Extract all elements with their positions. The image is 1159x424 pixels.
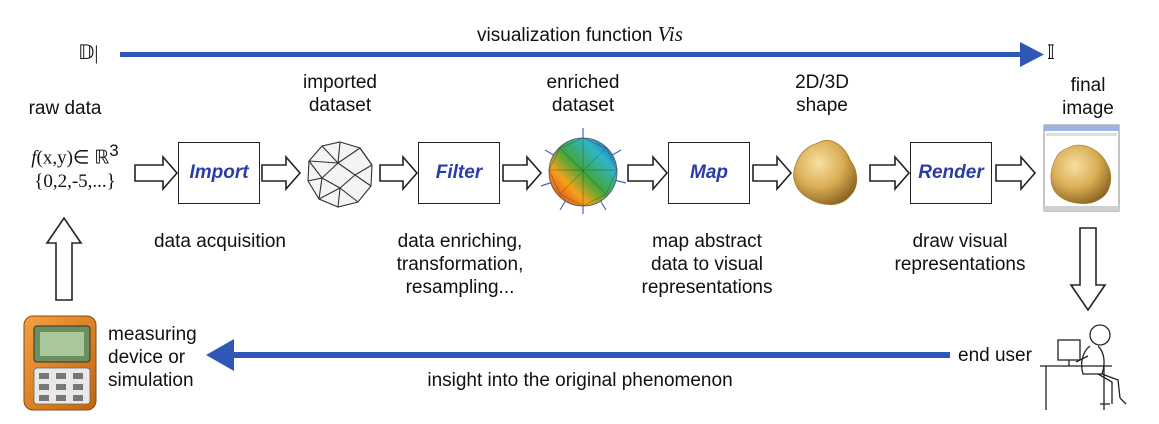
flow-arrow-3	[379, 154, 419, 192]
visualization-function-arrow	[120, 42, 1044, 67]
final-image-window	[1043, 124, 1120, 212]
imported-line-2: dataset	[308, 95, 372, 116]
import-description: data acquisition	[130, 230, 310, 253]
formula-line-2: {0,2,-5,...}	[34, 171, 116, 193]
enriched-dataset-label: enriched dataset	[523, 71, 643, 117]
flow-arrow-1	[134, 154, 179, 192]
enriched-line-2: dataset	[551, 95, 615, 116]
measuring-device-icon	[23, 315, 97, 411]
filter-desc-line-3: resampling...	[405, 277, 515, 298]
flow-arrow-2	[261, 154, 302, 192]
filter-stage-box: Filter	[418, 142, 500, 204]
to-user-down-arrow	[1069, 227, 1107, 312]
flow-arrow-7	[869, 154, 911, 192]
end-user-label: end user	[958, 345, 1032, 366]
wireframe-mesh-icon	[307, 141, 373, 208]
render-description: draw visual representations	[870, 230, 1050, 276]
filter-desc-line-1: data enriching,	[397, 231, 523, 252]
vis-function-prefix: visualization function	[477, 25, 658, 46]
raw-data-label: raw data	[10, 97, 120, 120]
final-image-label: final image	[1038, 74, 1138, 120]
formula-exponent: 3	[109, 141, 119, 160]
map-desc-line-3: representations	[641, 277, 773, 298]
flow-arrow-4	[502, 154, 543, 192]
flow-arrow-6	[752, 154, 793, 192]
render-desc-line-2: representations	[894, 254, 1026, 275]
shape-line-2: shape	[796, 95, 848, 116]
import-desc-line-1: data acquisition	[153, 231, 287, 252]
imported-line-1: imported	[303, 72, 377, 93]
filter-description: data enriching, transformation, resampli…	[370, 230, 550, 299]
map-desc-line-2: data to visual	[651, 254, 763, 275]
flow-arrow-5	[627, 154, 669, 192]
insight-feedback-arrow	[206, 339, 950, 371]
acquisition-up-arrow	[45, 216, 83, 301]
shape-blob-icon	[793, 140, 858, 206]
final-line-2: image	[1062, 98, 1114, 119]
import-stage-box: Import	[178, 142, 260, 204]
source-line-2: device or	[108, 347, 186, 368]
source-line-1: measuring	[108, 324, 197, 345]
filter-desc-line-2: transformation,	[396, 254, 524, 275]
formula-domain: (x,y)∈ ℝ	[36, 147, 110, 169]
map-desc-line-1: map abstract	[652, 231, 762, 252]
formula-function: f	[31, 147, 37, 169]
insight-label: insight into the original phenomenon	[427, 370, 733, 391]
enriched-line-1: enriched	[546, 72, 620, 93]
flow-arrow-8	[995, 154, 1037, 192]
final-line-1: final	[1070, 75, 1106, 96]
render-stage-box: Render	[910, 142, 992, 204]
visualization-function-label: visualization function Vis	[430, 23, 730, 47]
imported-dataset-label: imported dataset	[280, 71, 400, 117]
vis-function-name: Vis	[657, 22, 683, 46]
end-user-icon	[1040, 324, 1127, 410]
raw-data-line-1: raw data	[28, 98, 102, 119]
raw-data-formula: f(x,y)∈ ℝ3 {0,2,-5,...}	[14, 139, 136, 194]
source-line-3: simulation	[108, 370, 194, 391]
input-space-symbol: 𝔻|	[78, 42, 99, 64]
map-description: map abstract data to visual representati…	[617, 230, 797, 299]
output-space-symbol: 𝕀	[1047, 42, 1055, 64]
formula-line-1: f(x,y)∈ ℝ3	[14, 139, 136, 170]
enriched-sphere-icon	[540, 128, 627, 214]
shape-line-1: 2D/3D	[795, 72, 849, 93]
render-desc-line-1: draw visual	[912, 231, 1008, 252]
map-stage-box: Map	[668, 142, 750, 204]
shape-label: 2D/3D shape	[767, 71, 877, 117]
measuring-device-label: measuring device or simulation	[108, 323, 197, 392]
